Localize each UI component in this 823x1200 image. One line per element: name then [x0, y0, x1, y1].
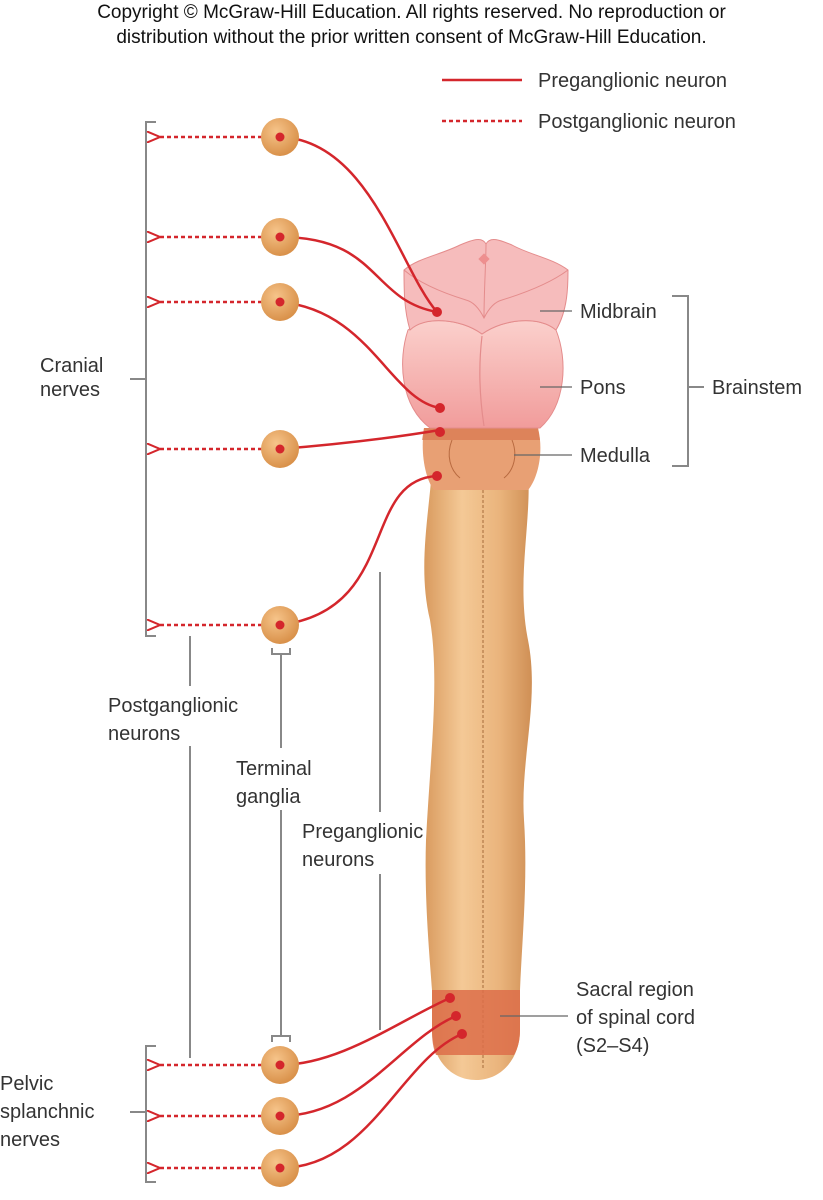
preganglionic-annotation: Preganglionic neurons: [302, 572, 423, 1030]
brainstem-bracket: [672, 295, 689, 467]
midbrain: [403, 238, 569, 335]
pons-label: Pons: [580, 377, 626, 399]
origin-dot: [435, 427, 445, 437]
medulla-top-band: [422, 428, 540, 440]
origin-dot: [435, 403, 445, 413]
synapse-dot: [275, 297, 285, 307]
terminal-bottom-bracket: [271, 1035, 291, 1042]
brainstem-label: Brainstem: [712, 377, 802, 399]
synapse-dot: [275, 1163, 285, 1173]
cranial-label-line-2: nerves: [40, 379, 100, 401]
synapse-dot: [275, 132, 285, 142]
pelvic-nerves-annotation: Pelvic splanchnic nerves: [0, 1045, 156, 1183]
pelvic-label-line-3: nerves: [0, 1129, 60, 1151]
postganglionic-label-line-1: Postganglionic: [108, 695, 238, 717]
preganglionic-label-line-1: Preganglionic: [302, 821, 423, 843]
preganglionic-neuron-7: [279, 1014, 457, 1118]
neuron-origin-dots: [432, 307, 467, 1039]
sacral-annotation: Sacral region of spinal cord (S2–S4): [500, 979, 695, 1057]
cerebral-aqueduct-mark: [478, 253, 490, 265]
midbrain-label: Midbrain: [580, 301, 657, 323]
origin-dot: [432, 307, 442, 317]
preganglionic-neurons: [279, 135, 463, 1170]
spinal-cord-body: [424, 470, 532, 1080]
copyright-line-1: Copyright © McGraw-Hill Education. All r…: [97, 2, 726, 23]
preganglionic-neuron-2: [279, 235, 438, 314]
legend: Preganglionic neuron Postganglionic neur…: [442, 70, 736, 133]
copyright-notice: Copyright © McGraw-Hill Education. All r…: [0, 0, 823, 50]
cranial-bracket: [145, 121, 156, 637]
preganglionic-neuron-6: [279, 996, 451, 1067]
pons-groove: [479, 335, 485, 427]
terminal-label-line-1: Terminal: [236, 758, 312, 780]
brainstem-labels: Midbrain Pons Medulla Brainstem: [514, 295, 802, 467]
preganglionic-neuron-1: [279, 135, 438, 313]
sacral-label-line-3: (S2–S4): [576, 1035, 649, 1057]
synapse-dot: [275, 620, 285, 630]
preganglionic-neuron-4: [279, 428, 441, 451]
pons: [402, 320, 564, 429]
midbrain-body: [403, 238, 569, 335]
sacral-label-line-2: of spinal cord: [576, 1007, 695, 1029]
cranial-label-line-1: Cranial: [40, 355, 103, 377]
terminal-top-bracket: [271, 648, 291, 655]
synapse-dot: [275, 1060, 285, 1070]
midbrain-groove: [483, 243, 487, 319]
legend-preganglionic-label: Preganglionic neuron: [538, 70, 727, 92]
copyright-line-2: distribution without the prior written c…: [116, 27, 707, 48]
preganglionic-label-line-2: neurons: [302, 849, 374, 871]
origin-dot: [457, 1029, 467, 1039]
postganglionic-neurons: [158, 137, 262, 1168]
preganglionic-neuron-5: [279, 474, 438, 627]
postganglionic-label-line-2: neurons: [108, 723, 180, 745]
origin-dot: [445, 993, 455, 1003]
synapse-dot: [275, 232, 285, 242]
spinal-cord: [424, 470, 532, 1080]
origin-dot: [451, 1011, 461, 1021]
sacral-label-line-1: Sacral region: [576, 979, 694, 1001]
preganglionic-neuron-3: [279, 300, 441, 410]
medulla-label: Medulla: [580, 445, 651, 467]
pons-body: [402, 320, 564, 429]
postganglionic-annotation: Postganglionic neurons: [108, 636, 238, 1058]
pelvic-label-line-2: splanchnic: [0, 1101, 95, 1123]
medulla-pyramid-left: [448, 439, 461, 479]
ganglion-synapse-dots: [275, 132, 285, 1173]
cranial-nerves-annotation: Cranial nerves: [40, 121, 156, 637]
legend-postganglionic-label: Postganglionic neuron: [538, 111, 736, 133]
synapse-dot: [275, 444, 285, 454]
medulla-pyramid-right: [503, 439, 516, 479]
preganglionic-neuron-8: [279, 1032, 463, 1170]
pelvic-label-line-1: Pelvic: [0, 1073, 53, 1095]
medulla-body: [422, 428, 541, 490]
medulla: [422, 428, 541, 490]
synapse-dot: [275, 1111, 285, 1121]
terminal-ganglia-annotation: Terminal ganglia: [236, 648, 312, 1042]
pelvic-bracket: [145, 1045, 156, 1183]
origin-dot: [432, 471, 442, 481]
terminal-label-line-2: ganglia: [236, 786, 301, 808]
